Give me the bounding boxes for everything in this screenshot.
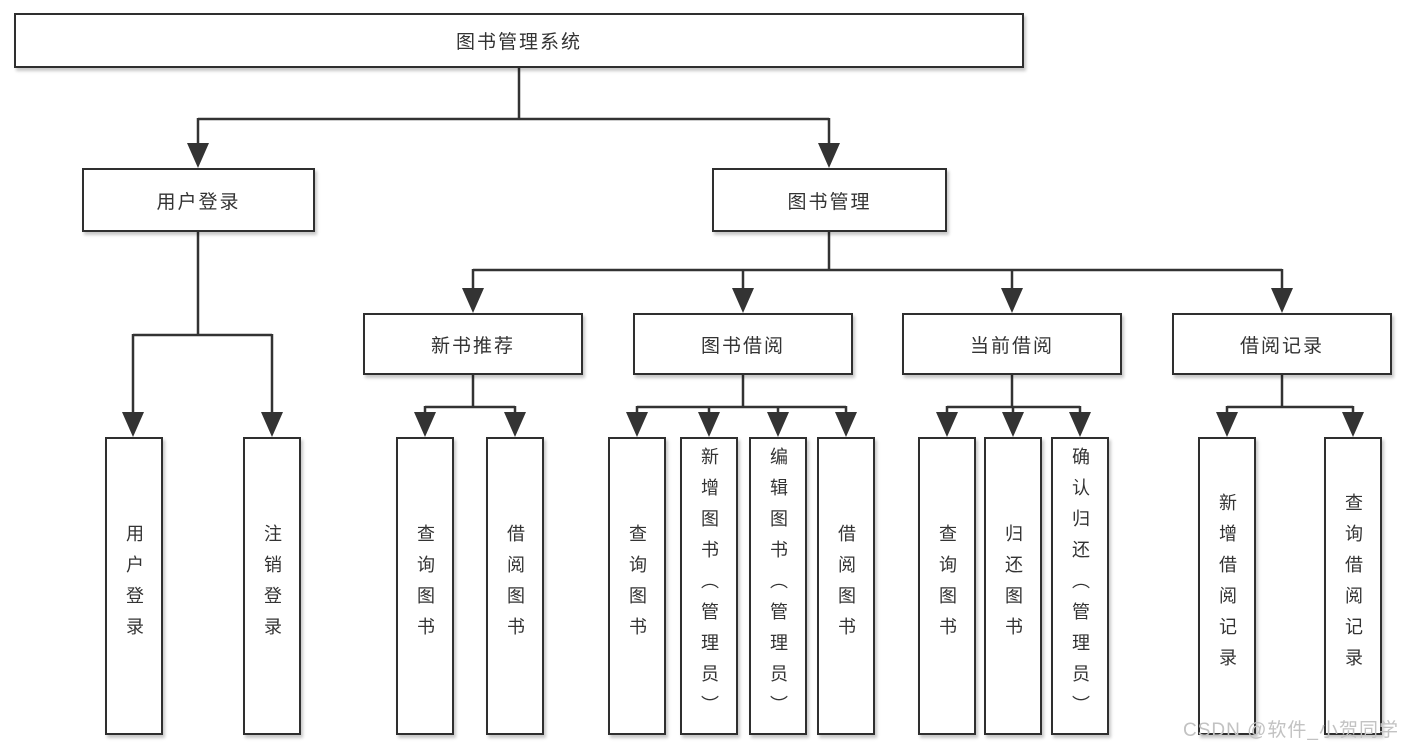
node-leaf-confirm-return-admin: 确认归还（管理员） [1051,437,1109,735]
node-leaf-add-borrow-record: 新增借阅记录 [1198,437,1256,735]
arrow-down-icons [122,143,1364,437]
connector-lines [131,68,1355,416]
node-leaf-query-books-3: 查询图书 [918,437,976,735]
node-book-management: 图书管理 [712,168,947,232]
node-leaf-logout: 注销登录 [243,437,301,735]
node-borrowing-records: 借阅记录 [1172,313,1392,375]
node-leaf-borrow-books-2: 借阅图书 [817,437,875,735]
node-leaf-user-login: 用户登录 [105,437,163,735]
node-new-book-recommendation: 新书推荐 [363,313,583,375]
node-library-system: 图书管理系统 [14,13,1024,68]
node-leaf-query-books-1: 查询图书 [396,437,454,735]
node-leaf-query-books-2: 查询图书 [608,437,666,735]
node-leaf-return-books: 归还图书 [984,437,1042,735]
node-leaf-query-borrow-record: 查询借阅记录 [1324,437,1382,735]
csdn-watermark: CSDN @软件_小贺同学 [1183,720,1399,741]
node-user-login: 用户登录 [82,168,315,232]
node-book-borrowing: 图书借阅 [633,313,853,375]
node-current-borrowing: 当前借阅 [902,313,1122,375]
node-leaf-add-books-admin: 新增图书（管理员） [680,437,738,735]
node-leaf-borrow-books-1: 借阅图书 [486,437,544,735]
node-leaf-edit-books-admin: 编辑图书（管理员） [749,437,807,735]
